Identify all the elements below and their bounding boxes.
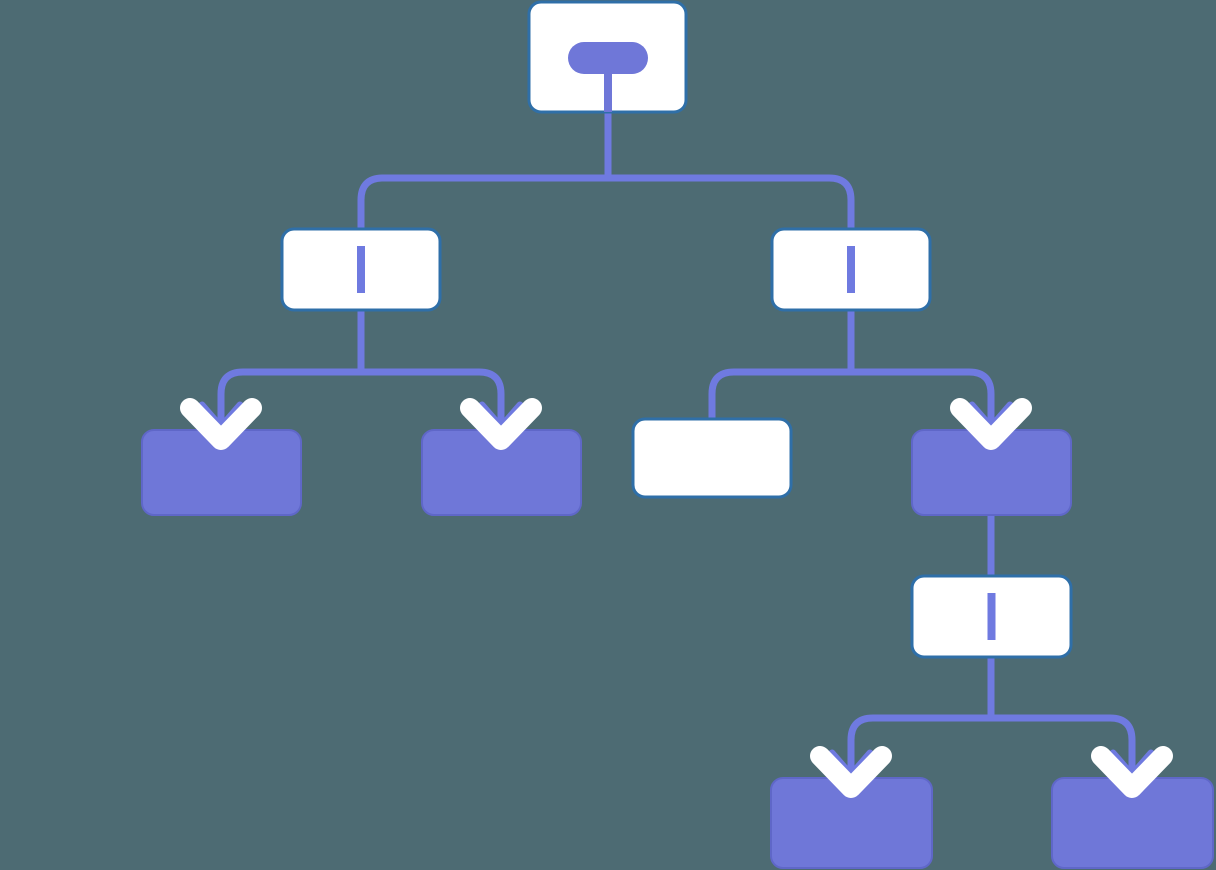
edge-level2-right-to-node-d [847, 310, 995, 434]
level2-left-node-through-line [357, 246, 365, 293]
edge-root-to-level2-left [357, 112, 612, 229]
edge-level4-to-level5-right [987, 657, 1136, 782]
level3-node-c-body[interactable] [631, 417, 793, 499]
edge-level2-left-to-node-a-arrowhead-icon [180, 398, 262, 450]
arrowheads-layer [180, 398, 1173, 798]
edge-level2-right-to-node-d-arrowhead-icon [950, 398, 1032, 450]
edge-level4-to-level5-left [847, 657, 995, 782]
edge-level2-left-to-node-b [357, 310, 505, 434]
edge-level4-to-level5-right-arrowhead-icon [1091, 746, 1173, 798]
level2-right-node-through-line [847, 246, 855, 293]
edge-level2-left-to-node-b-arrowhead-icon [460, 398, 542, 450]
edge-root-to-level2-right [604, 112, 855, 229]
edge-level2-right-to-node-c [708, 310, 855, 419]
root-node-pill-icon [568, 42, 648, 74]
level4-node[interactable] [910, 574, 1073, 659]
level2-left-node[interactable] [280, 227, 442, 312]
level3-node-c[interactable] [631, 417, 793, 499]
edge-level4-to-level5-left-arrowhead-icon [810, 746, 892, 798]
level2-right-node[interactable] [770, 227, 932, 312]
level4-node-through-line [987, 593, 996, 640]
root-node-stem [604, 58, 612, 112]
edge-level2-left-to-node-a [217, 310, 365, 434]
root-node[interactable] [527, 0, 688, 114]
nodes-layer [141, 0, 1214, 869]
